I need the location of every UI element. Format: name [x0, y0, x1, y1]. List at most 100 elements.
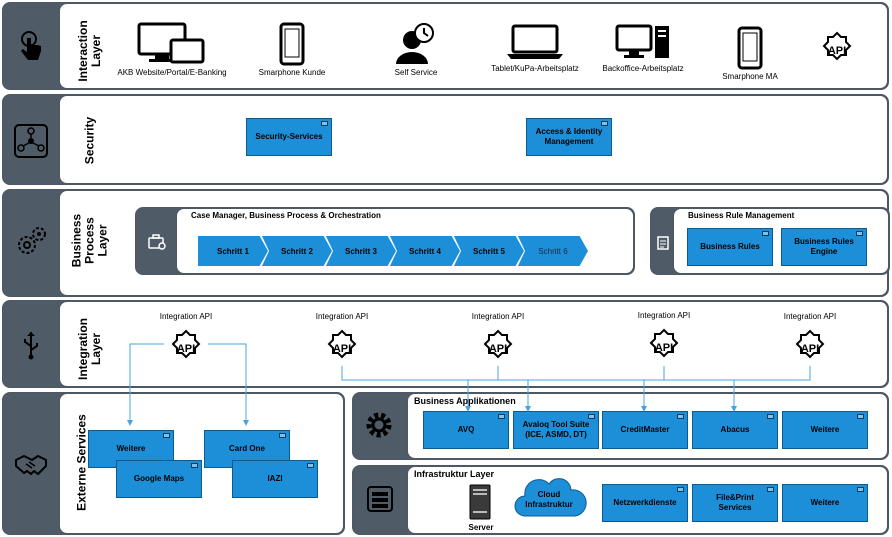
laptop-icon: [507, 24, 563, 59]
external-services-content: Externe Services Weitere Google Maps Car…: [59, 393, 344, 534]
avq-box[interactable]: AVQ: [423, 411, 509, 449]
business-process-layer: Business Process Layer Case Manager, Bus…: [2, 189, 890, 297]
layer-title: Interaction Layer: [76, 20, 103, 82]
server-icon: [468, 483, 492, 526]
svg-text:API: API: [177, 343, 195, 355]
avaloq-tool-suite-box[interactable]: Avaloq Tool Suite (ICE, ASMD, DT): [513, 411, 599, 449]
component-icon: [498, 414, 505, 419]
component-icon: [857, 414, 864, 419]
component-icon: [191, 463, 198, 468]
smartphone-icon: [279, 22, 305, 66]
network-icon: [11, 121, 51, 161]
device-self-service: Self Service: [376, 22, 456, 77]
svg-text:API: API: [655, 342, 673, 354]
step-3[interactable]: Schritt 3: [326, 236, 396, 266]
api-icon[interactable]: API: [476, 322, 520, 366]
component-icon: [601, 121, 608, 126]
layer-title: Integration Layer: [76, 318, 103, 380]
interaction-layer: Interaction Layer AKB Website/Portal/E-B…: [2, 2, 889, 90]
step-2[interactable]: Schritt 2: [262, 236, 332, 266]
usb-icon: [11, 325, 51, 365]
component-icon: [767, 414, 774, 419]
device-label: Self Service: [394, 68, 438, 77]
panel-title: Infrastruktur Layer: [414, 469, 495, 479]
business-apps-weitere-box[interactable]: Weitere: [782, 411, 868, 449]
iazi-box[interactable]: IAZI: [232, 460, 318, 498]
gear-icon: [363, 409, 395, 446]
device-label: Smarphone MA: [722, 72, 778, 81]
device-tablet: Tablet/KuPa-Arbeitsplatz: [480, 22, 590, 73]
workstation-icon: [615, 24, 669, 58]
infrastructure-weitere-box[interactable]: Weitere: [782, 484, 868, 522]
security-services-box[interactable]: Security-Services: [246, 118, 332, 156]
device-label: AKB Website/Portal/E-Banking: [117, 68, 227, 77]
person-clock-icon: [396, 23, 434, 64]
file-print-box[interactable]: File&Print Services: [692, 484, 778, 522]
component-icon: [321, 121, 328, 126]
api-icon: API: [822, 31, 852, 61]
api-icon[interactable]: API: [788, 322, 832, 366]
component-icon: [857, 487, 864, 492]
api-icon[interactable]: API: [642, 321, 686, 365]
component-icon: [856, 231, 863, 236]
step-1[interactable]: Schritt 1: [198, 236, 268, 266]
svg-text:API: API: [801, 343, 819, 355]
component-icon: [762, 231, 769, 236]
integration-api-label: Integration API: [315, 312, 369, 321]
device-smartphone-ma: Smarphone MA: [710, 26, 790, 81]
step-4[interactable]: Schritt 4: [390, 236, 460, 266]
gears-icon: [11, 222, 51, 262]
step-6[interactable]: Schritt 6: [518, 236, 588, 266]
touch-icon: [11, 27, 51, 67]
device-ebanking: AKB Website/Portal/E-Banking: [112, 22, 232, 77]
component-icon: [677, 487, 684, 492]
device-smartphone-kunde: Smarphone Kunde: [252, 22, 332, 77]
business-process-content: Business Process Layer Case Manager, Bus…: [59, 190, 890, 296]
panel-title: Business Rule Management: [688, 211, 795, 220]
layer-title: Security: [82, 116, 97, 165]
layer-title: Business Process Layer: [69, 213, 110, 268]
component-icon: [279, 433, 286, 438]
component-icon: [307, 463, 314, 468]
integration-api-label: Integration API: [783, 312, 837, 321]
security-layer: Security Security-Services Access & Iden…: [2, 94, 889, 185]
database-server-icon: [365, 484, 395, 519]
case-manager-panel: Case Manager, Business Process & Orchest…: [135, 207, 635, 275]
device-label: Tablet/KuPa-Arbeitsplatz: [491, 64, 579, 73]
smartphone-icon: [737, 26, 763, 70]
abacus-box[interactable]: Abacus: [692, 411, 778, 449]
integration-layer: Integration Layer: [2, 300, 889, 388]
business-rules-box[interactable]: Business Rules: [687, 228, 773, 266]
step-5[interactable]: Schritt 5: [454, 236, 524, 266]
document-icon: [657, 236, 669, 255]
creditmaster-box[interactable]: CreditMaster: [602, 411, 688, 449]
process-icon: [148, 234, 166, 255]
security-content: Security Security-Services Access & Iden…: [59, 95, 888, 184]
api-icon[interactable]: API: [320, 322, 364, 366]
device-label: Backoffice-Arbeitsplatz: [602, 64, 684, 73]
component-icon: [677, 414, 684, 419]
component-icon: [767, 487, 774, 492]
business-apps-panel: Business Applikationen AVQ Avaloq Tool S…: [352, 392, 889, 460]
panel-title: Case Manager, Business Process & Orchest…: [191, 211, 381, 220]
layer-title: Externe Services: [74, 414, 89, 511]
device-api: API: [812, 24, 862, 70]
google-maps-box[interactable]: Google Maps: [116, 460, 202, 498]
cloud-infrastructure[interactable]: Cloud Infrastruktur: [511, 476, 587, 526]
business-rules-engine-box[interactable]: Business Rules Engine: [781, 228, 867, 266]
device-label: Smarphone Kunde: [258, 68, 326, 77]
integration-api-label: Integration API: [637, 311, 691, 320]
desktop-tablet-icon: [137, 22, 205, 64]
component-icon: [163, 433, 170, 438]
integration-api-label: Integration API: [159, 312, 213, 321]
cloud-icon: [514, 478, 587, 517]
svg-text:API: API: [489, 343, 507, 355]
api-icon[interactable]: API: [164, 322, 208, 366]
access-identity-box[interactable]: Access & Identity Management: [526, 118, 612, 156]
svg-text:API: API: [333, 343, 351, 355]
interaction-content: Interaction Layer AKB Website/Portal/E-B…: [59, 3, 888, 89]
netzwerkdienste-box[interactable]: Netzwerkdienste: [602, 484, 688, 522]
svg-text:API: API: [828, 45, 846, 57]
device-backoffice: Backoffice-Arbeitsplatz: [588, 22, 698, 73]
server-label: Server: [468, 523, 494, 532]
